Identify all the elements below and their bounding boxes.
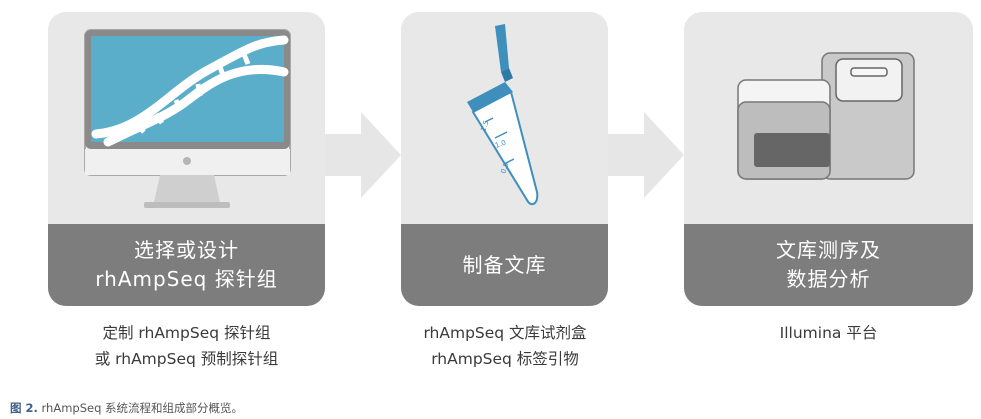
step-caption: rhAmpSeq 文库试剂盒 rhAmpSeq 标签引物 <box>380 320 630 372</box>
flow-arrow <box>325 112 401 198</box>
step-image <box>684 12 973 224</box>
figure-caption: 图 2. rhAmpSeq 系统流程和组成部分概览。 <box>10 400 243 416</box>
step-card-select-design: 选择或设计 rhAmpSeq 探针组 <box>48 12 325 306</box>
step-caption-line1: 定制 rhAmpSeq 探针组 <box>102 324 271 342</box>
step-caption-line2: 或 rhAmpSeq 预制探针组 <box>94 350 279 368</box>
step-card-library-prep: 1.5 1.0 0.5 制备文库 <box>401 12 608 306</box>
step-caption-line2: rhAmpSeq 标签引物 <box>431 350 579 368</box>
step-image <box>48 12 325 224</box>
step-title: 选择或设计 rhAmpSeq 探针组 <box>48 224 325 306</box>
step-image: 1.5 1.0 0.5 <box>401 12 608 224</box>
monitor-dna-icon <box>84 29 291 208</box>
step-caption: 定制 rhAmpSeq 探针组 或 rhAmpSeq 预制探针组 <box>48 320 325 372</box>
step-caption-line1: rhAmpSeq 文库试剂盒 <box>423 324 587 342</box>
step-card-sequencing: 文库测序及 数据分析 <box>684 12 973 306</box>
figure-caption-text: rhAmpSeq 系统流程和组成部分概览。 <box>41 401 244 415</box>
tube-mark-0-5: 0.5 <box>499 161 510 174</box>
tube-mark-1-0: 1.0 <box>494 139 507 150</box>
step-title: 制备文库 <box>401 224 608 306</box>
figure-caption-label: 图 2. <box>10 401 38 415</box>
step-title-line1: 选择或设计 <box>134 238 239 262</box>
step-caption: Illumina 平台 <box>684 320 973 346</box>
flow-arrow <box>608 112 684 198</box>
pcr-tube-icon: 1.5 1.0 0.5 <box>467 24 539 206</box>
tube-mark-1-5: 1.5 <box>479 119 490 132</box>
step-title-line1: 制备文库 <box>462 252 547 277</box>
sequencer-icon <box>737 52 915 180</box>
step-title: 文库测序及 数据分析 <box>684 224 973 306</box>
step-title-line1: 文库测序及 <box>776 238 881 262</box>
step-title-line2: 数据分析 <box>786 267 871 291</box>
step-caption-line1: Illumina 平台 <box>779 324 878 342</box>
step-title-line2: rhAmpSeq 探针组 <box>95 267 278 291</box>
